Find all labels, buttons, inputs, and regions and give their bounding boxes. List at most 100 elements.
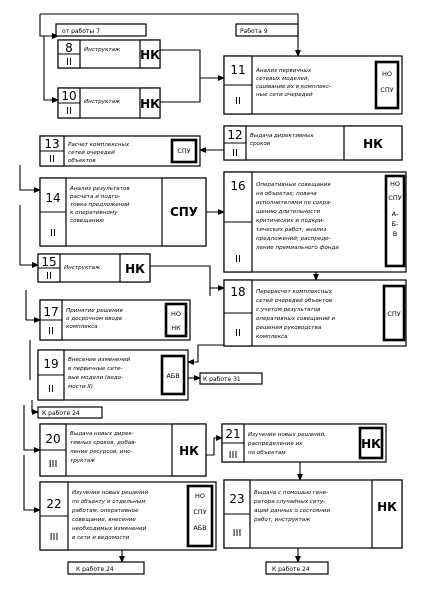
svg-text:от работы 7: от работы 7 <box>62 28 100 35</box>
svg-text:13: 13 <box>44 137 59 151</box>
svg-text:НО: НО <box>390 180 400 188</box>
svg-text:НК: НК <box>125 262 145 276</box>
svg-text:СПУ: СПУ <box>170 205 198 219</box>
svg-text:II: II <box>235 328 241 339</box>
svg-text:аций данных о состоянии: аций данных о состоянии <box>254 508 331 514</box>
svg-text:Внесение изменений: Внесение изменений <box>68 357 131 363</box>
svg-text:на объектах; повача: на объектах; повача <box>256 191 317 197</box>
svg-text:АБВ: АБВ <box>166 372 179 380</box>
svg-text:III: III <box>233 528 242 539</box>
svg-text:Инструктаж: Инструктаж <box>84 47 120 53</box>
svg-text:К работе 24: К работе 24 <box>272 566 310 573</box>
svg-text:СПУ: СПУ <box>380 86 393 94</box>
svg-text:по объекту и отдельным: по объекту и отдельным <box>72 499 146 505</box>
svg-text:Инструктаж: Инструктаж <box>84 99 120 105</box>
svg-text:НК: НК <box>363 137 383 151</box>
svg-text:ратора случайных ситу-: ратора случайных ситу- <box>253 499 325 505</box>
svg-text:сроков: сроков <box>250 141 270 147</box>
svg-text:8: 8 <box>65 41 73 55</box>
svg-text:II: II <box>235 96 241 107</box>
svg-text:в первичные сете-: в первичные сете- <box>68 366 123 372</box>
svg-text:АБВ: АБВ <box>193 524 206 532</box>
svg-text:исполнителями по сокра-: исполнителями по сокра- <box>256 200 332 206</box>
ext-from-work-7: от работы 7 <box>55 23 147 37</box>
svg-text:по объектам: по объектам <box>248 450 286 456</box>
node-12: 12 II Выдача директивных сроков НК <box>223 125 403 161</box>
svg-text:Б-: Б- <box>392 220 399 228</box>
svg-text:III: III <box>49 459 58 470</box>
svg-text:Оперативные совещания: Оперативные совещания <box>256 182 331 188</box>
svg-text:А-: А- <box>392 210 399 218</box>
svg-text:15: 15 <box>41 255 56 269</box>
svg-text:мости II): мости II) <box>68 384 93 390</box>
node-21: 21 III Изучение новых решений, распредел… <box>221 423 387 463</box>
svg-text:II: II <box>49 154 55 165</box>
svg-text:расчета и подго-: расчета и подго- <box>69 194 120 200</box>
node-10: 10 II Инструктаж НК <box>57 87 161 119</box>
svg-text:щению длительности: щению длительности <box>256 209 321 215</box>
svg-text:II: II <box>66 106 72 117</box>
svg-text:II: II <box>48 326 54 337</box>
svg-text:НО: НО <box>171 310 181 318</box>
node-15: 15 II Инструктаж НК <box>37 253 151 283</box>
svg-text:СПУ: СПУ <box>177 147 190 155</box>
svg-text:Принятие решения: Принятие решения <box>66 308 123 314</box>
svg-text:совещание, внесение: совещание, внесение <box>72 517 136 523</box>
svg-text:Выдача новых дирек-: Выдача новых дирек- <box>70 431 134 437</box>
svg-text:II: II <box>66 57 72 68</box>
svg-text:НО: НО <box>195 492 205 500</box>
svg-text:комплекса: комплекса <box>66 324 98 330</box>
svg-text:Работа 9: Работа 9 <box>240 28 268 35</box>
svg-text:II: II <box>232 148 238 159</box>
svg-text:16: 16 <box>230 179 245 193</box>
ext-to-work-24-c: К работе 24 <box>265 561 329 575</box>
node-16: 16 II Оперативные совещания на объектах;… <box>223 171 407 273</box>
node-19: 19 II Внесение изменений в первичные сет… <box>37 349 189 401</box>
svg-text:совещанию: совещанию <box>70 218 104 224</box>
svg-text:К работе 24: К работе 24 <box>42 410 80 417</box>
svg-text:В: В <box>393 230 397 238</box>
node-13: 13 II Расчет комплексных сетей очередей … <box>39 135 201 167</box>
svg-text:тических работ; анализ: тических работ; анализ <box>256 227 326 233</box>
ext-to-work-24-b: К работе 24 <box>67 561 145 575</box>
svg-text:решения руководства: решения руководства <box>255 325 322 331</box>
ext-to-work-24-a: К работе 24 <box>37 406 103 419</box>
svg-text:НК: НК <box>179 444 199 458</box>
svg-text:НК: НК <box>140 48 160 62</box>
svg-text:Выдача директивных: Выдача директивных <box>250 133 314 139</box>
svg-text:ные сети очередей: ные сети очередей <box>256 92 313 98</box>
svg-text:НК: НК <box>171 324 181 332</box>
svg-text:22: 22 <box>46 497 61 511</box>
node-23: 23 III Выдача с помощью гене- ратора слу… <box>223 479 403 549</box>
svg-text:работам, оперативное: работам, оперативное <box>71 508 139 514</box>
svg-text:III: III <box>50 532 59 543</box>
svg-text:ление ресурсов, инс-: ление ресурсов, инс- <box>69 449 132 455</box>
svg-text:18: 18 <box>230 285 245 299</box>
svg-text:17: 17 <box>43 305 58 319</box>
svg-text:II: II <box>235 254 241 265</box>
svg-text:необходимых изменений: необходимых изменений <box>72 526 147 532</box>
svg-text:к оперативному: к оперативному <box>70 210 118 216</box>
svg-text:распределение их: распределение их <box>247 441 303 447</box>
svg-text:с учетом результатов: с учетом результатов <box>256 307 320 313</box>
svg-text:Выдача с помощью гене-: Выдача с помощью гене- <box>254 490 328 496</box>
svg-text:23: 23 <box>229 492 244 506</box>
svg-text:10: 10 <box>61 89 76 103</box>
svg-text:в сети и ведомости: в сети и ведомости <box>72 535 130 541</box>
svg-text:Расчет комплексных: Расчет комплексных <box>68 142 130 148</box>
svg-text:Изучение новых решений,: Изучение новых решений, <box>248 432 326 438</box>
svg-text:12: 12 <box>227 128 242 142</box>
svg-text:Анализ результатов: Анализ результатов <box>69 186 130 192</box>
ext-to-work-31: К работе 31 <box>199 372 263 385</box>
node-8: 8 II Инструктаж НК <box>57 39 161 69</box>
svg-text:о досрочном вводе: о досрочном вводе <box>66 316 123 322</box>
svg-text:III: III <box>229 450 238 461</box>
svg-text:II: II <box>46 271 52 282</box>
svg-text:комплекса: комплекса <box>256 334 288 340</box>
svg-text:сшивание их в комплекс-: сшивание их в комплекс- <box>256 84 331 90</box>
svg-text:оперативных совещаний и: оперативных совещаний и <box>256 316 335 322</box>
svg-text:II: II <box>50 228 56 239</box>
svg-text:работ, инструктаж: работ, инструктаж <box>253 517 310 523</box>
svg-text:II: II <box>48 384 54 395</box>
